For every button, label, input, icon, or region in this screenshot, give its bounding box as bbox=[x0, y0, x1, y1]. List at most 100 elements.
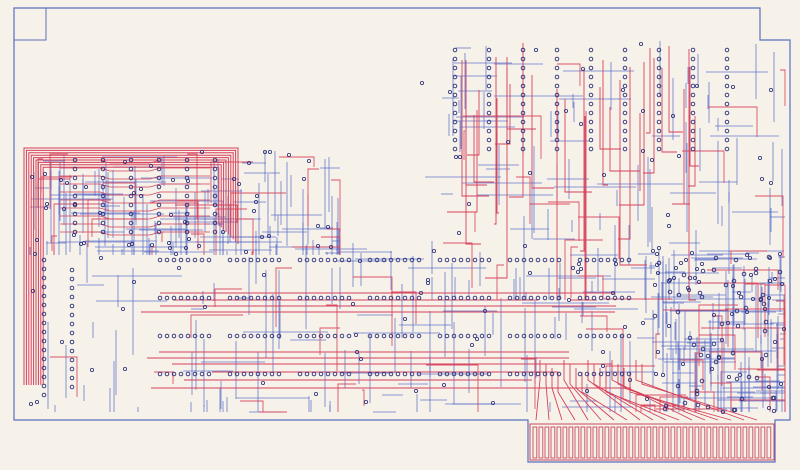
ic-pad bbox=[171, 371, 177, 377]
edge-connector-finger bbox=[682, 426, 688, 459]
top-trace-to-finger bbox=[551, 368, 563, 421]
ic-pad bbox=[227, 333, 233, 339]
ic-pad bbox=[598, 295, 604, 301]
ic-pad bbox=[367, 257, 373, 263]
ic-pad bbox=[227, 257, 233, 263]
top-trace-to-finger bbox=[563, 360, 589, 421]
ic-pad bbox=[41, 365, 47, 371]
edge-connector-finger bbox=[598, 426, 604, 459]
top-trace-vertical bbox=[619, 80, 647, 266]
ic-pad bbox=[402, 295, 408, 301]
via-pad bbox=[768, 278, 773, 283]
ic-pad bbox=[416, 257, 422, 263]
edge-connector-finger bbox=[754, 426, 760, 459]
ic-pad bbox=[41, 338, 47, 344]
ic-pad bbox=[212, 211, 218, 217]
via-pad bbox=[82, 240, 87, 245]
ic-pad bbox=[69, 357, 75, 363]
ic-pad bbox=[622, 92, 628, 98]
ic-pad bbox=[626, 295, 632, 301]
ic-pad bbox=[507, 371, 513, 377]
top-trace bbox=[87, 199, 111, 247]
ic-pad bbox=[588, 83, 594, 89]
via-pad bbox=[711, 267, 717, 273]
ic-pad bbox=[241, 371, 247, 377]
ic-pad bbox=[690, 56, 696, 62]
via-pad bbox=[656, 260, 662, 266]
via-pad bbox=[731, 283, 736, 288]
via-pad bbox=[131, 190, 136, 195]
via-pad bbox=[419, 81, 424, 86]
board-outline bbox=[13, 7, 791, 463]
via-pad bbox=[699, 294, 705, 300]
ic-pad bbox=[486, 371, 492, 377]
via-pad bbox=[571, 265, 576, 270]
top-trace bbox=[696, 282, 759, 338]
ic-pad bbox=[262, 295, 268, 301]
ic-pad bbox=[656, 119, 662, 125]
ic-pad bbox=[452, 83, 458, 89]
via-pad bbox=[313, 391, 318, 396]
via-pad bbox=[699, 378, 705, 384]
ic-pad bbox=[311, 257, 317, 263]
ic-pad bbox=[656, 128, 662, 134]
ic-pad bbox=[520, 128, 526, 134]
via-pad bbox=[748, 255, 753, 260]
via-pad bbox=[697, 279, 702, 284]
ic-pad bbox=[269, 333, 275, 339]
ic-pad bbox=[591, 371, 597, 377]
via-pad bbox=[733, 257, 739, 263]
ic-pad bbox=[69, 276, 75, 282]
via-pad bbox=[353, 332, 358, 337]
via-pad bbox=[693, 275, 698, 280]
ic-pad bbox=[724, 65, 730, 71]
ic-pad bbox=[486, 65, 492, 71]
via-pad bbox=[35, 237, 40, 242]
ic-pad bbox=[156, 166, 162, 172]
via-pad bbox=[639, 42, 644, 47]
via-pad bbox=[758, 296, 764, 302]
via-pad bbox=[749, 272, 754, 277]
top-trace-to-finger bbox=[545, 364, 550, 421]
via-pad bbox=[743, 305, 749, 311]
ic-pad bbox=[437, 295, 443, 301]
edge-connector-frame bbox=[529, 423, 775, 461]
top-trace bbox=[557, 63, 581, 86]
top-trace bbox=[327, 228, 341, 251]
via-pad bbox=[700, 346, 706, 352]
top-trace bbox=[391, 291, 417, 324]
ic-pad bbox=[690, 92, 696, 98]
edge-connector-finger bbox=[538, 426, 544, 459]
ic-pad bbox=[554, 128, 560, 134]
ic-pad bbox=[472, 257, 478, 263]
edge-connector-finger bbox=[730, 426, 736, 459]
ic-pad bbox=[72, 193, 78, 199]
top-trace bbox=[463, 115, 542, 159]
ic-pad bbox=[479, 257, 485, 263]
top-trace-vertical bbox=[496, 98, 499, 214]
via-pad bbox=[762, 328, 768, 334]
via-pad bbox=[301, 176, 306, 181]
ic-pad bbox=[156, 220, 162, 226]
ic-pad bbox=[549, 333, 555, 339]
ic-pad bbox=[178, 295, 184, 301]
via-pad bbox=[687, 287, 692, 292]
ic-pad bbox=[598, 333, 604, 339]
edge-connector-finger bbox=[622, 426, 628, 459]
via-pad bbox=[753, 266, 759, 272]
ic-pad bbox=[262, 257, 268, 263]
via-pad bbox=[260, 380, 265, 385]
ic-pad bbox=[626, 371, 632, 377]
top-trace bbox=[548, 201, 580, 241]
via-pad bbox=[43, 171, 48, 176]
ic-pad bbox=[577, 295, 583, 301]
via-pad bbox=[266, 233, 271, 238]
top-trace bbox=[161, 231, 164, 242]
top-trace bbox=[467, 211, 476, 232]
ic-pad bbox=[549, 295, 555, 301]
ic-pad bbox=[612, 371, 618, 377]
ic-pad bbox=[69, 348, 75, 354]
top-trace-to-finger bbox=[611, 360, 693, 421]
ic-pad bbox=[234, 371, 240, 377]
via-pad bbox=[149, 242, 154, 247]
